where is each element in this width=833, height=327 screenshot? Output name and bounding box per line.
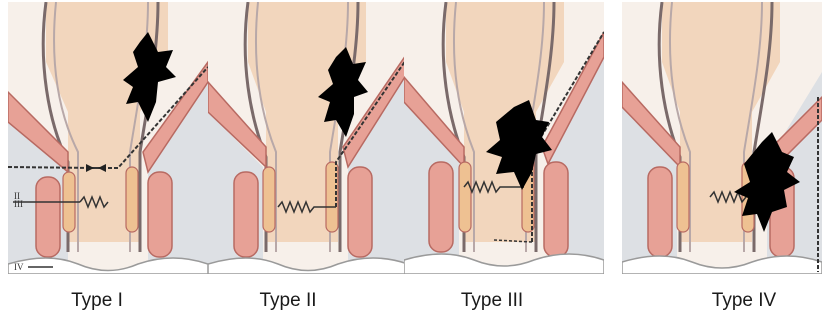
external-sphincter-left: [36, 177, 60, 257]
marker-iii: III: [14, 199, 23, 209]
dissection-line-ii: [8, 167, 96, 168]
type-3-illustration: [404, 2, 604, 274]
panel-type-1: II III IV: [8, 2, 208, 274]
caption-type-4: Type IV: [644, 290, 833, 312]
panel-type-3: [404, 2, 604, 274]
panel-type-2: [208, 2, 408, 274]
caption-type-3: Type III: [392, 290, 592, 312]
internal-sphincter-right: [126, 167, 138, 232]
caption-type-1: Type I: [0, 290, 197, 312]
external-sphincter-right: [148, 172, 172, 257]
type-1-illustration: II III IV: [8, 2, 208, 274]
panel-type-4: [622, 2, 822, 274]
caption-type-2: Type II: [188, 290, 388, 312]
type-4-illustration: [622, 2, 822, 274]
type-2-illustration: [208, 2, 408, 274]
marker-iv: IV: [14, 262, 24, 272]
